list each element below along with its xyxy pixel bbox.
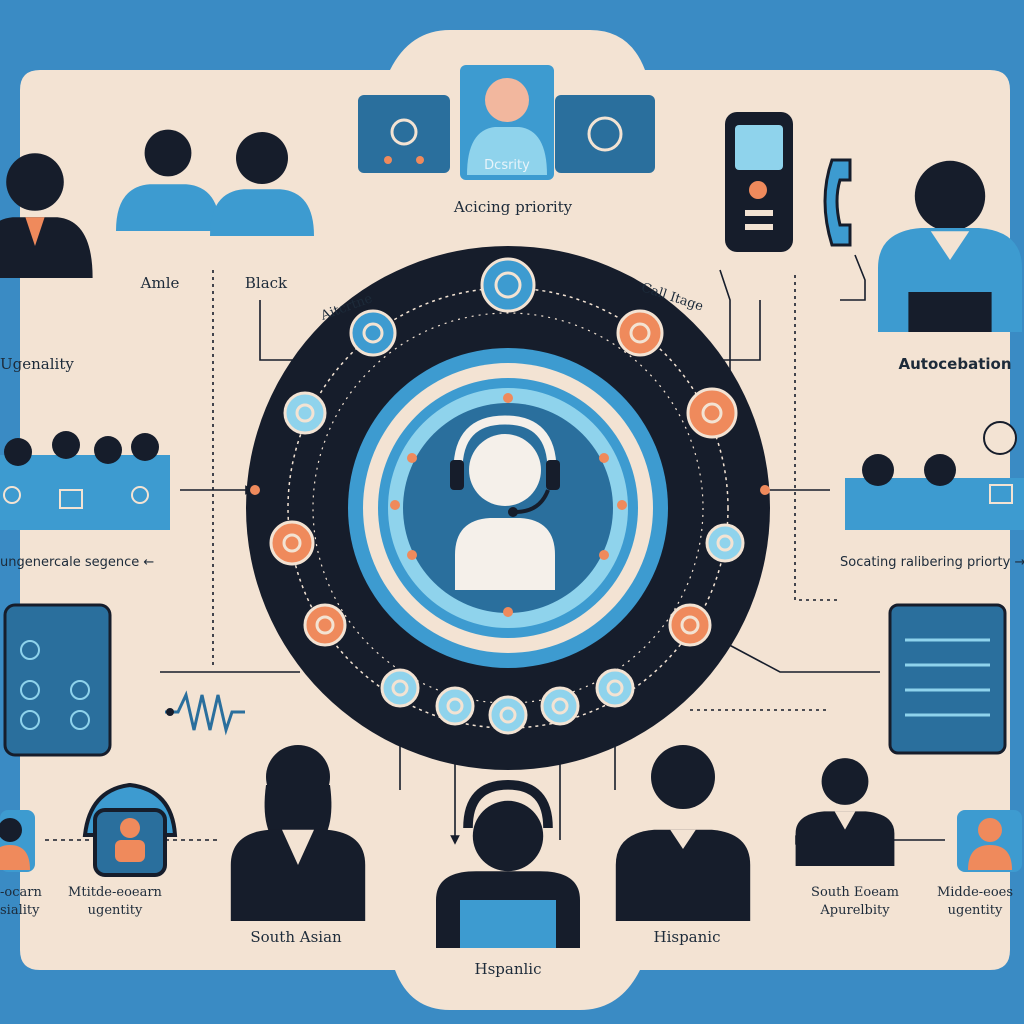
node-icon-12: [540, 686, 580, 726]
label-left-sequence: ungenercale segence ←: [0, 555, 155, 570]
label-bottom-right: Midde-eoes ugentity: [936, 885, 1014, 918]
node-icon-1: [349, 309, 397, 357]
inner-nodes: [250, 393, 770, 617]
label-card-caption: Dcsrity: [484, 158, 530, 173]
list-panel-right: [888, 603, 1007, 755]
label-amle: Amle: [140, 274, 180, 292]
central-hub: [246, 246, 770, 770]
node-icon-8: [668, 603, 712, 647]
label-bottom-left-1: -ocarn siality: [0, 885, 42, 918]
person-hispanic: [615, 745, 751, 921]
label-top-caption: Acicing priority: [453, 198, 573, 216]
node-icon-13: [595, 668, 635, 708]
label-hispanic-center: Hspanlic: [474, 960, 542, 978]
group-panel-left: [0, 431, 170, 530]
person-black: [210, 132, 314, 236]
node-icon-7: [303, 603, 347, 647]
node-icon-2: [616, 309, 664, 357]
person-suit-topleft: [0, 153, 93, 278]
person-amle: [116, 129, 220, 231]
headset-agent-icon: [450, 415, 560, 590]
node-icon-3: [283, 391, 327, 435]
person-bottom-left: [0, 810, 35, 872]
node-icon-4: [686, 387, 738, 439]
label-ugenality: Ugenality: [0, 355, 74, 373]
waveform-icon: [165, 690, 245, 736]
list-panel-icon: [3, 603, 112, 757]
group-panel-right: [845, 421, 1024, 530]
node-icon-9: [380, 668, 420, 708]
label-south-eoeam: South Eoeam Apurelbity: [811, 885, 899, 918]
vintage-phone-icon: [82, 782, 178, 877]
top-cards: [358, 65, 655, 180]
person-bottom-right: [957, 810, 1022, 872]
network-node-icon: [480, 257, 536, 313]
person-silhouette-icon: [467, 78, 547, 175]
node-icon-6: [705, 523, 745, 563]
label-black: Black: [244, 274, 288, 292]
label-hispanic: Hispanic: [653, 928, 721, 946]
telephone-handset-icon: [823, 158, 852, 247]
node-icon-10: [435, 686, 475, 726]
person-south-asian: [230, 745, 366, 921]
person-south-eoeam: [795, 758, 895, 866]
label-bottom-left-2: Mtitde-eoearn ugentity: [68, 885, 162, 918]
label-south-asian: South Asian: [250, 928, 342, 946]
label-autocebation: Autocebation: [898, 355, 1012, 373]
person-hispanic-center: [436, 779, 580, 948]
smartphone-icon: [725, 112, 793, 252]
person-autocebation: [878, 160, 1022, 332]
node-icon-5: [269, 520, 315, 566]
label-right-sequence: Socating ralibering priorty →: [840, 555, 1024, 570]
node-icon-11: [488, 695, 528, 735]
orbit-nodes: [269, 257, 745, 735]
